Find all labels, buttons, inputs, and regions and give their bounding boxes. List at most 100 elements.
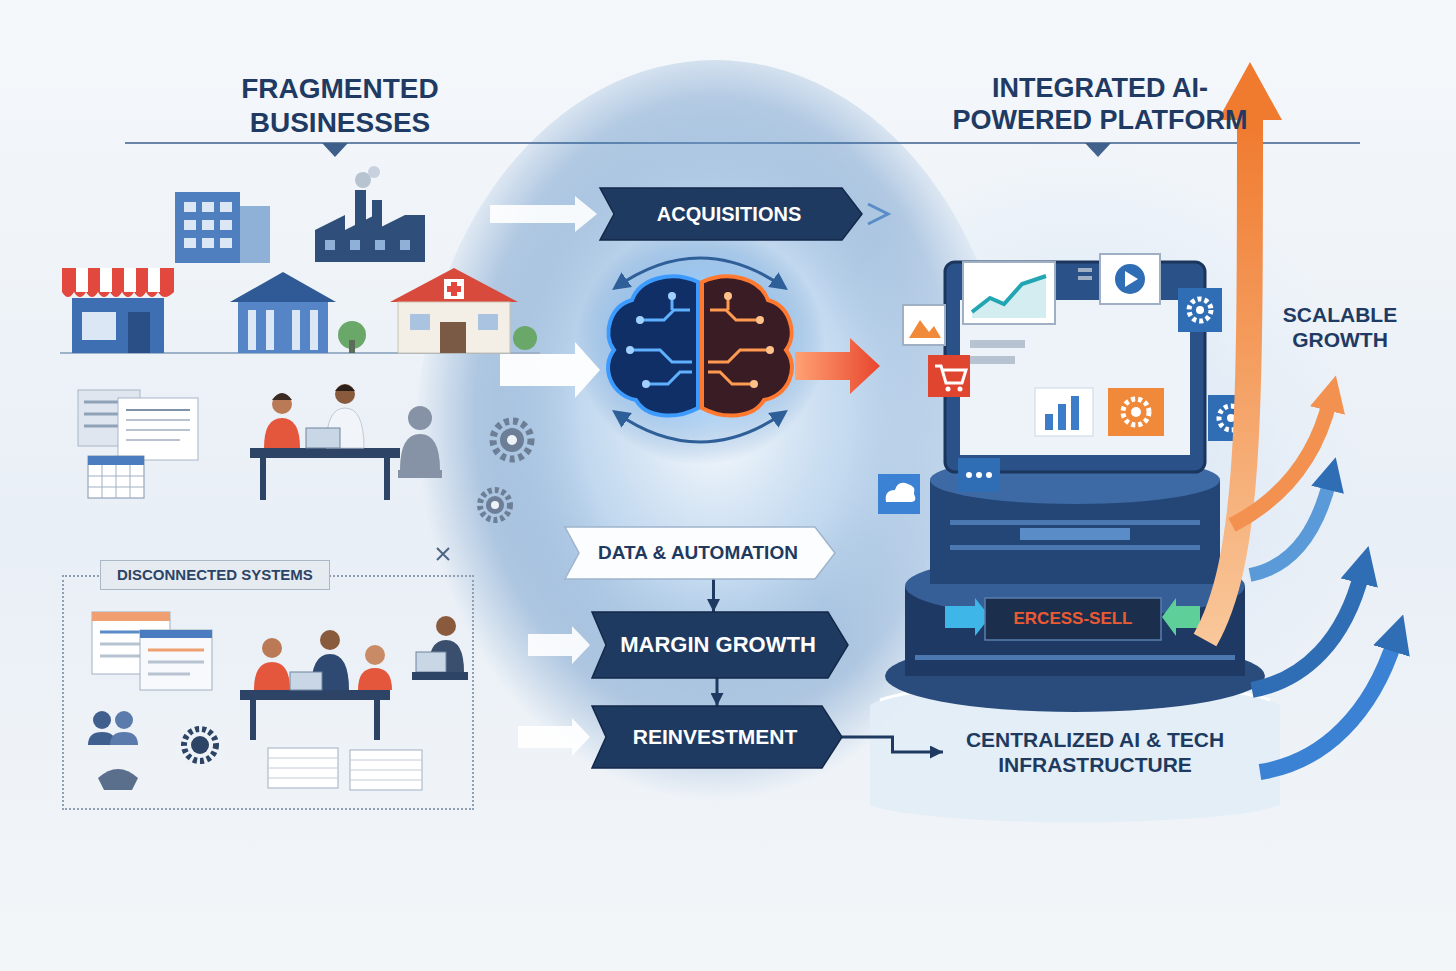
city-buildings	[60, 166, 540, 353]
platform-server	[1020, 528, 1130, 540]
monitor-icons	[1078, 276, 1092, 280]
city-buildings	[220, 202, 232, 212]
monitor-icons	[966, 472, 972, 478]
disconnected-scene	[268, 758, 338, 759]
growth-arrows	[1252, 572, 1362, 690]
city-buildings	[175, 192, 240, 263]
platform-server	[945, 598, 990, 636]
monitor-icons	[928, 355, 970, 397]
disconnected-scene	[98, 769, 138, 790]
shop-bank-clinic	[230, 272, 336, 302]
monitor-icons	[972, 276, 1046, 318]
flow-arrows	[795, 338, 880, 394]
growth-arrows	[1260, 640, 1395, 772]
city-buildings	[202, 238, 214, 248]
monitor-icons	[963, 262, 1055, 324]
monitor-icons	[878, 254, 1254, 514]
city-buildings	[375, 240, 385, 250]
monitor-icons	[986, 472, 992, 478]
office-scene	[398, 470, 442, 478]
office-scene	[493, 421, 531, 459]
disconnected-scene	[436, 616, 456, 636]
city-buildings	[184, 220, 196, 230]
office-scene	[335, 384, 355, 404]
disconnected-scene	[191, 736, 209, 754]
city-buildings	[400, 240, 410, 250]
node-text: DISCONNECTED SYSTEMS	[100, 560, 330, 590]
brain-symbol	[608, 258, 792, 442]
shop-bank-clinic	[100, 268, 112, 292]
office-scene	[272, 394, 292, 414]
office-scene	[88, 456, 144, 465]
brain-symbol	[750, 380, 758, 388]
brain-symbol	[766, 346, 774, 354]
office-scene	[260, 458, 266, 500]
disconnected-scene	[320, 630, 340, 650]
shop-bank-clinic	[447, 286, 461, 292]
section-heading: FRAGMENTED BUSINESSES	[190, 72, 490, 139]
office-scene	[126, 429, 190, 431]
city-buildings	[202, 220, 214, 230]
disconnected-scene	[437, 548, 449, 560]
shop-bank-clinic	[148, 268, 160, 292]
city-buildings	[325, 240, 335, 250]
flow-arrows	[528, 626, 590, 664]
office-scene	[384, 458, 390, 500]
monitor-icons	[976, 472, 982, 478]
node-text: REINVESTMENT	[633, 724, 798, 749]
city-buildings	[220, 238, 232, 248]
monitor-icons	[1189, 299, 1211, 321]
platform-server	[915, 655, 1235, 660]
office-scene	[306, 428, 340, 448]
monitor-icons	[1115, 264, 1145, 294]
group-region: DISCONNECTED SYSTEMS	[62, 575, 474, 810]
flow-arrows	[868, 204, 888, 224]
monitor-icons	[1178, 288, 1222, 332]
disconnected-scene	[254, 662, 290, 690]
shop-bank-clinic	[513, 326, 537, 350]
disconnected-scene	[350, 750, 422, 790]
monitor-icons	[970, 356, 1015, 364]
shop-bank-clinic	[62, 268, 174, 292]
shop-bank-clinic	[62, 292, 174, 297]
office-scene	[486, 496, 504, 514]
disconnected-scene	[148, 673, 190, 676]
shop-bank-clinic	[82, 312, 116, 340]
shop-bank-clinic	[292, 310, 300, 350]
node-text: MARGIN GROWTH	[620, 632, 816, 658]
disconnected-scene	[268, 748, 338, 788]
monitor-icons	[1108, 388, 1164, 436]
city-buildings	[184, 202, 196, 212]
disconnected-scene	[374, 700, 380, 740]
monitor-icons	[958, 387, 963, 392]
disconnected-scene	[148, 661, 204, 664]
node-outline	[600, 188, 862, 240]
flow-connector	[712, 579, 715, 612]
disconnected-scene	[115, 711, 133, 729]
disconnected-scene	[148, 649, 204, 652]
flow-arrows	[518, 718, 590, 756]
brain-symbol	[668, 292, 676, 300]
shop-bank-clinic	[238, 302, 328, 353]
shop-bank-clinic	[444, 279, 464, 299]
node-outline	[592, 612, 848, 678]
platform-server	[950, 545, 1200, 550]
office-scene	[78, 384, 531, 520]
flow-arrows	[500, 342, 600, 398]
header-rule	[322, 143, 348, 157]
shop-bank-clinic	[128, 312, 150, 353]
brain-symbol	[615, 412, 785, 442]
office-scene	[126, 419, 190, 421]
section-heading: SCALABLE GROWTH	[1274, 302, 1406, 352]
brain-symbol	[756, 316, 764, 324]
glow	[415, 60, 1360, 840]
disconnected-scene	[140, 630, 212, 638]
monitor-icons	[1123, 399, 1149, 425]
disconnected-scene	[240, 690, 390, 700]
shop-bank-clinic	[72, 298, 164, 353]
office-scene	[264, 418, 300, 448]
monitor-icons	[1196, 306, 1204, 314]
node-text: CENTRALIZED AI & TECH INFRASTRUCTURE	[955, 727, 1235, 777]
shop-bank-clinic	[310, 310, 318, 350]
